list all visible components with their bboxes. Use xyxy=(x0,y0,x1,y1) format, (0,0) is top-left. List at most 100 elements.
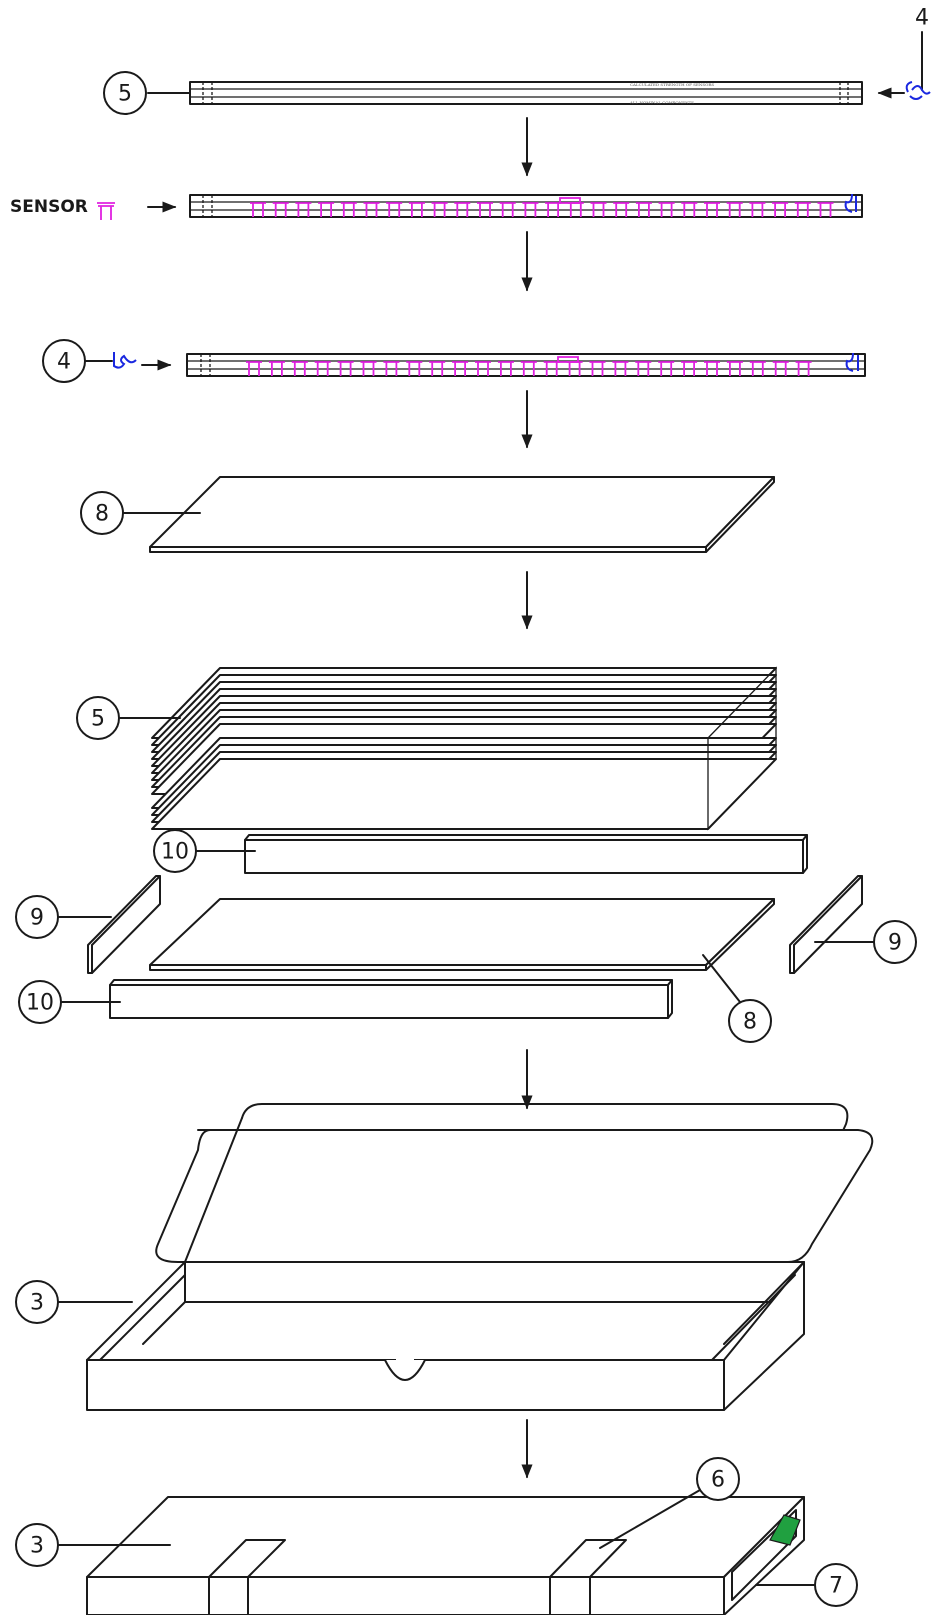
callout-6: 6 xyxy=(599,1457,740,1549)
callout-8: 8 xyxy=(80,491,201,535)
sensor-mark xyxy=(363,202,380,217)
callout-number: 7 xyxy=(829,1574,843,1599)
sensor-mark xyxy=(681,202,698,217)
sensor-mark xyxy=(246,361,262,376)
sensor-mark xyxy=(794,202,811,217)
sensor-mark xyxy=(272,202,289,217)
sensor-row xyxy=(250,197,834,217)
callout-4-left: 4 xyxy=(42,339,172,383)
strip-step-1: CALCULATED STRENGTH OF SENSORS ALL NOMIN… xyxy=(189,81,863,105)
stack-edge xyxy=(707,666,777,831)
sensor-text: SENSOR xyxy=(10,197,88,217)
sensor-mark xyxy=(477,202,493,217)
sensor-row xyxy=(246,356,812,376)
strip-step-3 xyxy=(186,352,866,377)
sensor-mark xyxy=(545,202,562,217)
sensor-mark xyxy=(497,361,514,376)
callout-number: 5 xyxy=(118,82,132,107)
sensor-mark xyxy=(559,197,581,204)
sensor-mark xyxy=(557,356,579,363)
callout-number: 6 xyxy=(711,1468,725,1493)
callout-5-top: 5 xyxy=(103,71,191,115)
sensor-mark xyxy=(499,202,516,217)
sensor-mark xyxy=(295,202,312,217)
padding-10-top xyxy=(244,834,808,874)
sensor-mark xyxy=(612,361,629,376)
sensor-mark xyxy=(817,202,834,217)
stacked-strip xyxy=(151,758,777,830)
sensor-mark xyxy=(795,361,812,376)
sensor-mark xyxy=(704,361,720,376)
sensor-mark xyxy=(590,202,607,217)
callout-number: 8 xyxy=(743,1010,757,1035)
callout-10-top: 10 xyxy=(153,829,256,873)
sensor-mark xyxy=(772,202,789,217)
sensor-mark xyxy=(431,202,448,217)
sensor-mark xyxy=(340,202,357,217)
sensor-mark xyxy=(429,361,446,376)
svg-text:ALL NOMINAL COMPONENTS: ALL NOMINAL COMPONENTS xyxy=(629,100,694,105)
callout-8-bottom: 8 xyxy=(702,954,772,1043)
sensor-mark xyxy=(635,202,652,217)
callout-number: 5 xyxy=(91,707,105,732)
padding-9-right xyxy=(789,875,863,974)
padding-10-bottom xyxy=(109,979,673,1019)
callout-5-stack: 5 xyxy=(76,696,181,740)
callout-7: 7 xyxy=(755,1563,858,1607)
sensor-mark xyxy=(386,202,403,217)
callout-3-open: 3 xyxy=(15,1280,133,1324)
sensor-mark xyxy=(408,202,425,217)
sensor-mark xyxy=(589,361,606,376)
callout-9-left: 9 xyxy=(15,895,112,939)
sensor-mark xyxy=(772,361,789,376)
callout-10-bottom: 10 xyxy=(18,980,121,1024)
sensor-mark xyxy=(475,361,491,376)
svg-text:CALCULATED STRENGTH OF SENSORS: CALCULATED STRENGTH OF SENSORS xyxy=(630,82,714,87)
sensor-mark xyxy=(337,361,354,376)
sensor-mark xyxy=(318,202,335,217)
sensor-mark xyxy=(383,361,400,376)
sensor-mark xyxy=(658,361,675,376)
callout-number: 4 xyxy=(57,350,71,375)
sensor-mark xyxy=(543,361,560,376)
board-8 xyxy=(149,476,775,553)
sensor-mark xyxy=(268,361,285,376)
callout-number: 10 xyxy=(161,840,189,865)
connector-4-top: 4 xyxy=(877,6,931,100)
green-label xyxy=(769,1514,801,1546)
callout-number: 9 xyxy=(888,931,902,956)
sensor-mark xyxy=(314,361,331,376)
sensor-label: SENSOR xyxy=(10,197,177,221)
sensor-mark xyxy=(749,361,766,376)
sensor-mark xyxy=(681,361,698,376)
sensor-mark xyxy=(291,361,308,376)
callout-number: 4 xyxy=(915,6,929,31)
callout-number: 3 xyxy=(30,1534,44,1559)
padding-9-left xyxy=(87,875,161,974)
callout-number: 9 xyxy=(30,906,44,931)
sensor-mark xyxy=(360,361,377,376)
sensor-mark xyxy=(658,202,675,217)
callout-9-right: 9 xyxy=(814,920,917,964)
sensor-mark xyxy=(635,361,652,376)
strip-step-2 xyxy=(189,193,863,218)
sensor-mark xyxy=(452,361,469,376)
sensor-mark xyxy=(726,361,743,376)
sensor-mark xyxy=(520,361,537,376)
sensor-mark xyxy=(250,202,266,217)
sensor-mark xyxy=(749,202,766,217)
sensor-mark xyxy=(406,361,423,376)
sensor-mark xyxy=(613,202,630,217)
callout-number: 10 xyxy=(26,991,54,1016)
stacked-strips xyxy=(151,666,777,831)
open-box xyxy=(86,1103,874,1411)
board-8-middle xyxy=(149,898,775,971)
sensor-mark xyxy=(704,202,720,217)
sensor-mark xyxy=(454,202,471,217)
callout-3-closed: 3 xyxy=(15,1523,171,1567)
callout-number: 3 xyxy=(30,1291,44,1316)
sensor-mark xyxy=(726,202,743,217)
sensor-mark xyxy=(522,202,539,217)
